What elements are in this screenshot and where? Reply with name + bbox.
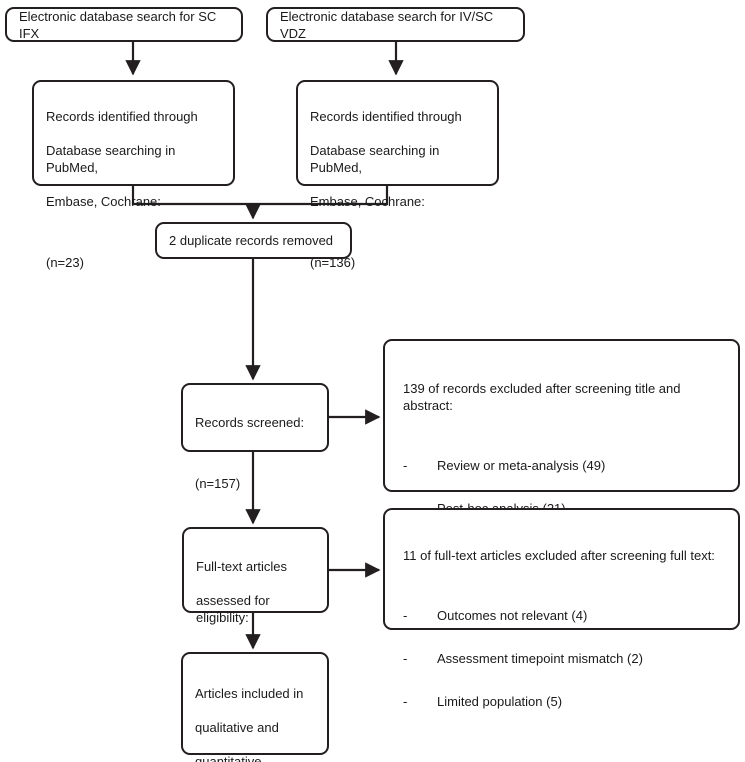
records-vdz-line2: Database searching in PubMed, xyxy=(310,143,440,175)
excluded-fulltext-title: 11 of full-text articles excluded after … xyxy=(403,548,715,563)
list-item: - Review or meta-analysis (49) xyxy=(403,457,720,474)
records-ifx-count: (n=23) xyxy=(46,255,84,270)
records-vdz-line1: Records identified through xyxy=(310,109,462,124)
screened-line1: Records screened: xyxy=(195,415,305,430)
bullet-dash: - xyxy=(403,608,408,623)
records-ifx-line3: Embase, Cochrane: xyxy=(46,194,161,209)
node-records-screened: Records screened: (n=157) xyxy=(181,383,329,491)
fulltext-line2: assessed for eligibility: xyxy=(196,593,270,625)
excluded-fulltext-list: - Outcomes not relevant (4) - Assessment… xyxy=(403,590,720,727)
records-ifx-line2: Database searching in PubMed, xyxy=(46,143,176,175)
node-excluded-fulltext: 11 of full-text articles excluded after … xyxy=(383,508,740,709)
node-records-identified-ifx: Records identified through Database sear… xyxy=(32,80,235,270)
search-sc-ifx-label: Electronic database search for SC IFX xyxy=(19,8,217,41)
excluded-screening-title: 139 of records excluded after screening … xyxy=(403,381,681,413)
list-item: - Limited population (5) xyxy=(403,693,720,710)
excluded-fulltext-reason-3: Limited population (5) xyxy=(437,694,563,709)
node-search-iv-sc-vdz: Electronic database search for IV/SC VDZ xyxy=(266,7,525,42)
node-records-identified-vdz: Records identified through Database sear… xyxy=(296,80,499,270)
node-articles-included: Articles included in qualitative and qua… xyxy=(181,652,329,762)
fulltext-line1: Full-text articles xyxy=(196,559,288,574)
node-fulltext-assessed: Full-text articles assessed for eligibil… xyxy=(182,527,329,686)
bullet-dash: - xyxy=(403,651,408,666)
excluded-fulltext-reason-2: Assessment timepoint mismatch (2) xyxy=(437,651,643,666)
search-iv-sc-vdz-label: Electronic database search for IV/SC VDZ xyxy=(280,8,494,41)
duplicates-label: 2 duplicate records removed xyxy=(169,233,334,248)
records-ifx-line1: Records identified through xyxy=(46,109,198,124)
records-vdz-line3: Embase, Cochrane: xyxy=(310,194,425,209)
list-item: - Assessment timepoint mismatch (2) xyxy=(403,650,720,667)
included-line3: quantitative synthesis: xyxy=(195,754,262,762)
node-search-sc-ifx: Electronic database search for SC IFX xyxy=(5,7,243,42)
node-duplicates-removed: 2 duplicate records removed xyxy=(155,222,352,259)
excluded-fulltext-reason-1: Outcomes not relevant (4) xyxy=(437,608,588,623)
list-item: - Outcomes not relevant (4) xyxy=(403,607,720,624)
bullet-dash: - xyxy=(403,458,408,473)
included-line2: qualitative and xyxy=(195,720,279,735)
bullet-dash: - xyxy=(403,694,408,709)
included-line1: Articles included in xyxy=(195,686,304,701)
screened-spacer xyxy=(195,448,315,458)
screened-count: (n=157) xyxy=(195,476,241,491)
excluded-screening-reason-1: Review or meta-analysis (49) xyxy=(437,458,606,473)
node-excluded-title-abstract: 139 of records excluded after screening … xyxy=(383,339,740,602)
